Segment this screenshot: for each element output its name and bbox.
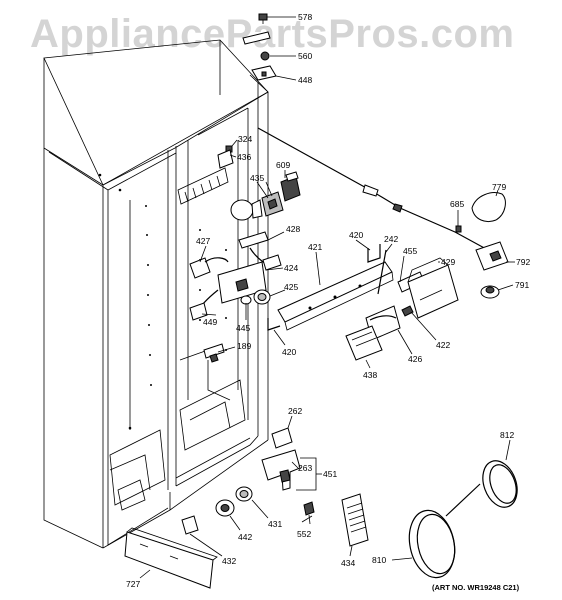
callout-560: 560 — [298, 51, 312, 61]
callout-427: 427 — [196, 236, 210, 246]
callout-445: 445 — [236, 323, 250, 333]
callout-labels: 578 560 448 324 436 609 435 779 685 792 … — [126, 12, 530, 592]
callout-438: 438 — [363, 370, 377, 380]
cabinet-liner — [43, 39, 269, 589]
callout-324: 324 — [238, 134, 252, 144]
callout-435: 435 — [250, 173, 264, 183]
lower-parts — [181, 427, 518, 579]
callout-448: 448 — [298, 75, 312, 85]
callout-432: 432 — [222, 556, 236, 566]
callout-578: 578 — [298, 12, 312, 22]
callout-449: 449 — [203, 317, 217, 327]
callout-420-top: 420 — [349, 230, 363, 240]
callout-426: 426 — [408, 354, 422, 364]
callout-425: 425 — [284, 282, 298, 292]
callout-609: 609 — [276, 160, 290, 170]
callout-262: 262 — [288, 406, 302, 416]
top-hardware — [242, 13, 277, 81]
callout-727: 727 — [126, 579, 140, 589]
callout-779: 779 — [492, 182, 506, 192]
callout-428: 428 — [286, 224, 300, 234]
watermark: AppliancePartsPros.com — [30, 12, 515, 56]
callout-442: 442 — [238, 532, 252, 542]
control-housing — [267, 244, 459, 361]
callout-242: 242 — [384, 234, 398, 244]
light-assembly — [217, 145, 301, 221]
grommet — [203, 343, 225, 363]
callout-424: 424 — [284, 263, 298, 273]
callout-189: 189 — [237, 341, 251, 351]
leader-lines — [139, 16, 515, 579]
callout-552: 552 — [297, 529, 311, 539]
callout-810: 810 — [372, 555, 386, 565]
water-tube-assembly — [257, 127, 509, 299]
callout-451: 451 — [323, 469, 337, 479]
callout-436: 436 — [237, 152, 251, 162]
callout-792: 792 — [516, 257, 530, 267]
callout-420-bottom: 420 — [282, 347, 296, 357]
callout-429: 429 — [441, 257, 455, 267]
callout-455: 455 — [403, 246, 417, 256]
callout-434: 434 — [341, 558, 355, 568]
callout-422: 422 — [436, 340, 450, 350]
callout-263: 263 — [298, 463, 312, 473]
callout-812: 812 — [500, 430, 514, 440]
callout-685: 685 — [450, 199, 464, 209]
callout-791: 791 — [515, 280, 529, 290]
callout-421: 421 — [308, 242, 322, 252]
art-number: (ART NO. WR19248 C21) — [432, 583, 520, 592]
callout-431: 431 — [268, 519, 282, 529]
harness-assembly — [189, 231, 282, 321]
